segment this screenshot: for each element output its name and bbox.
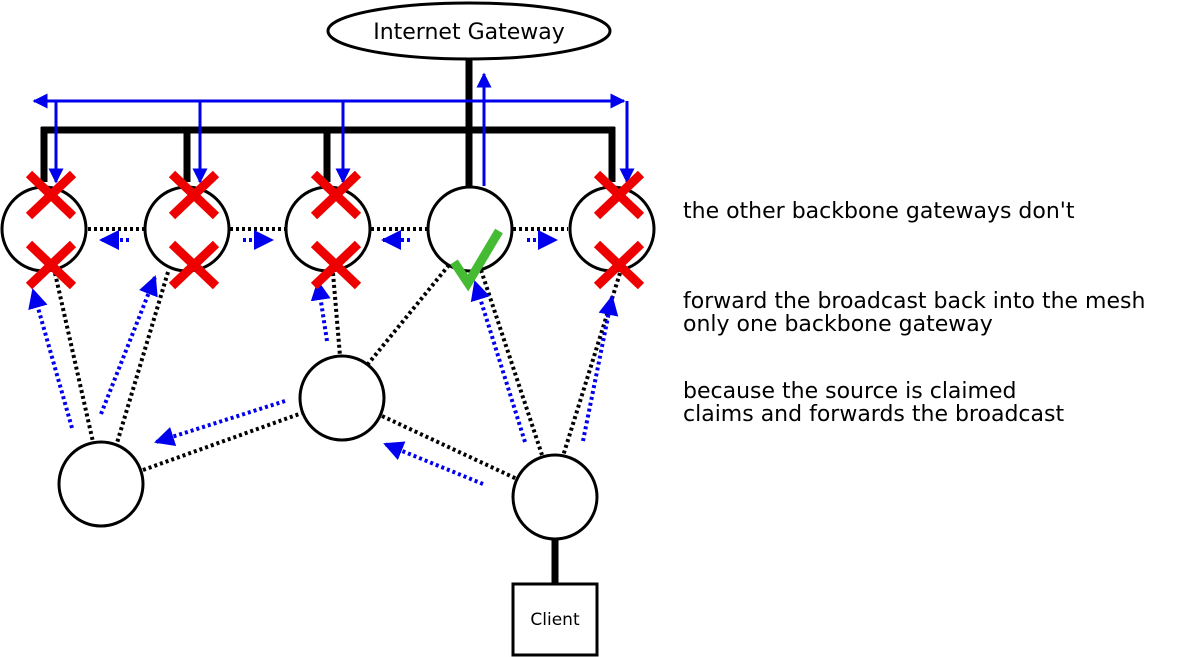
drop-marks — [25, 170, 645, 290]
drop-x-icon — [593, 240, 645, 290]
mesh-broadcast-arrows — [28, 230, 619, 486]
lan-broadcast-arrows — [32, 72, 635, 186]
note-line: only one backbone gateway — [683, 312, 993, 337]
backbone-lan — [40, 59, 616, 190]
drop-x-icon — [168, 170, 220, 220]
drop-x-icon — [25, 170, 77, 220]
claim-checkmark-icon — [450, 228, 503, 292]
note-line: because the source is claimed — [683, 379, 1017, 404]
internet-gateway: Internet Gateway — [326, 1, 612, 61]
backbone-gateway-4 — [426, 185, 514, 273]
drop-x-icon — [168, 240, 220, 290]
drop-x-icon — [310, 170, 362, 220]
client-label: Client — [530, 610, 580, 630]
explanation-note-2: only one backbone gateway claims and for… — [683, 250, 1064, 460]
note-line: claims and forwards the broadcast — [683, 402, 1065, 427]
explanation-note-1: the other backbone gateways don't forwar… — [683, 137, 1145, 437]
mesh-node-client-side — [511, 453, 599, 541]
drop-x-icon — [593, 170, 645, 220]
mesh-node-left — [57, 440, 145, 528]
note-line: the other backbone gateways don't — [683, 199, 1075, 224]
mesh-nodes — [0, 185, 656, 541]
note-line: forward the broadcast back into the mesh — [683, 289, 1146, 314]
client: Client — [511, 539, 599, 657]
drop-x-icon — [25, 240, 77, 290]
mesh-node-middle — [298, 354, 386, 442]
internet-gateway-label: Internet Gateway — [373, 20, 565, 45]
drop-x-icon — [310, 240, 362, 290]
